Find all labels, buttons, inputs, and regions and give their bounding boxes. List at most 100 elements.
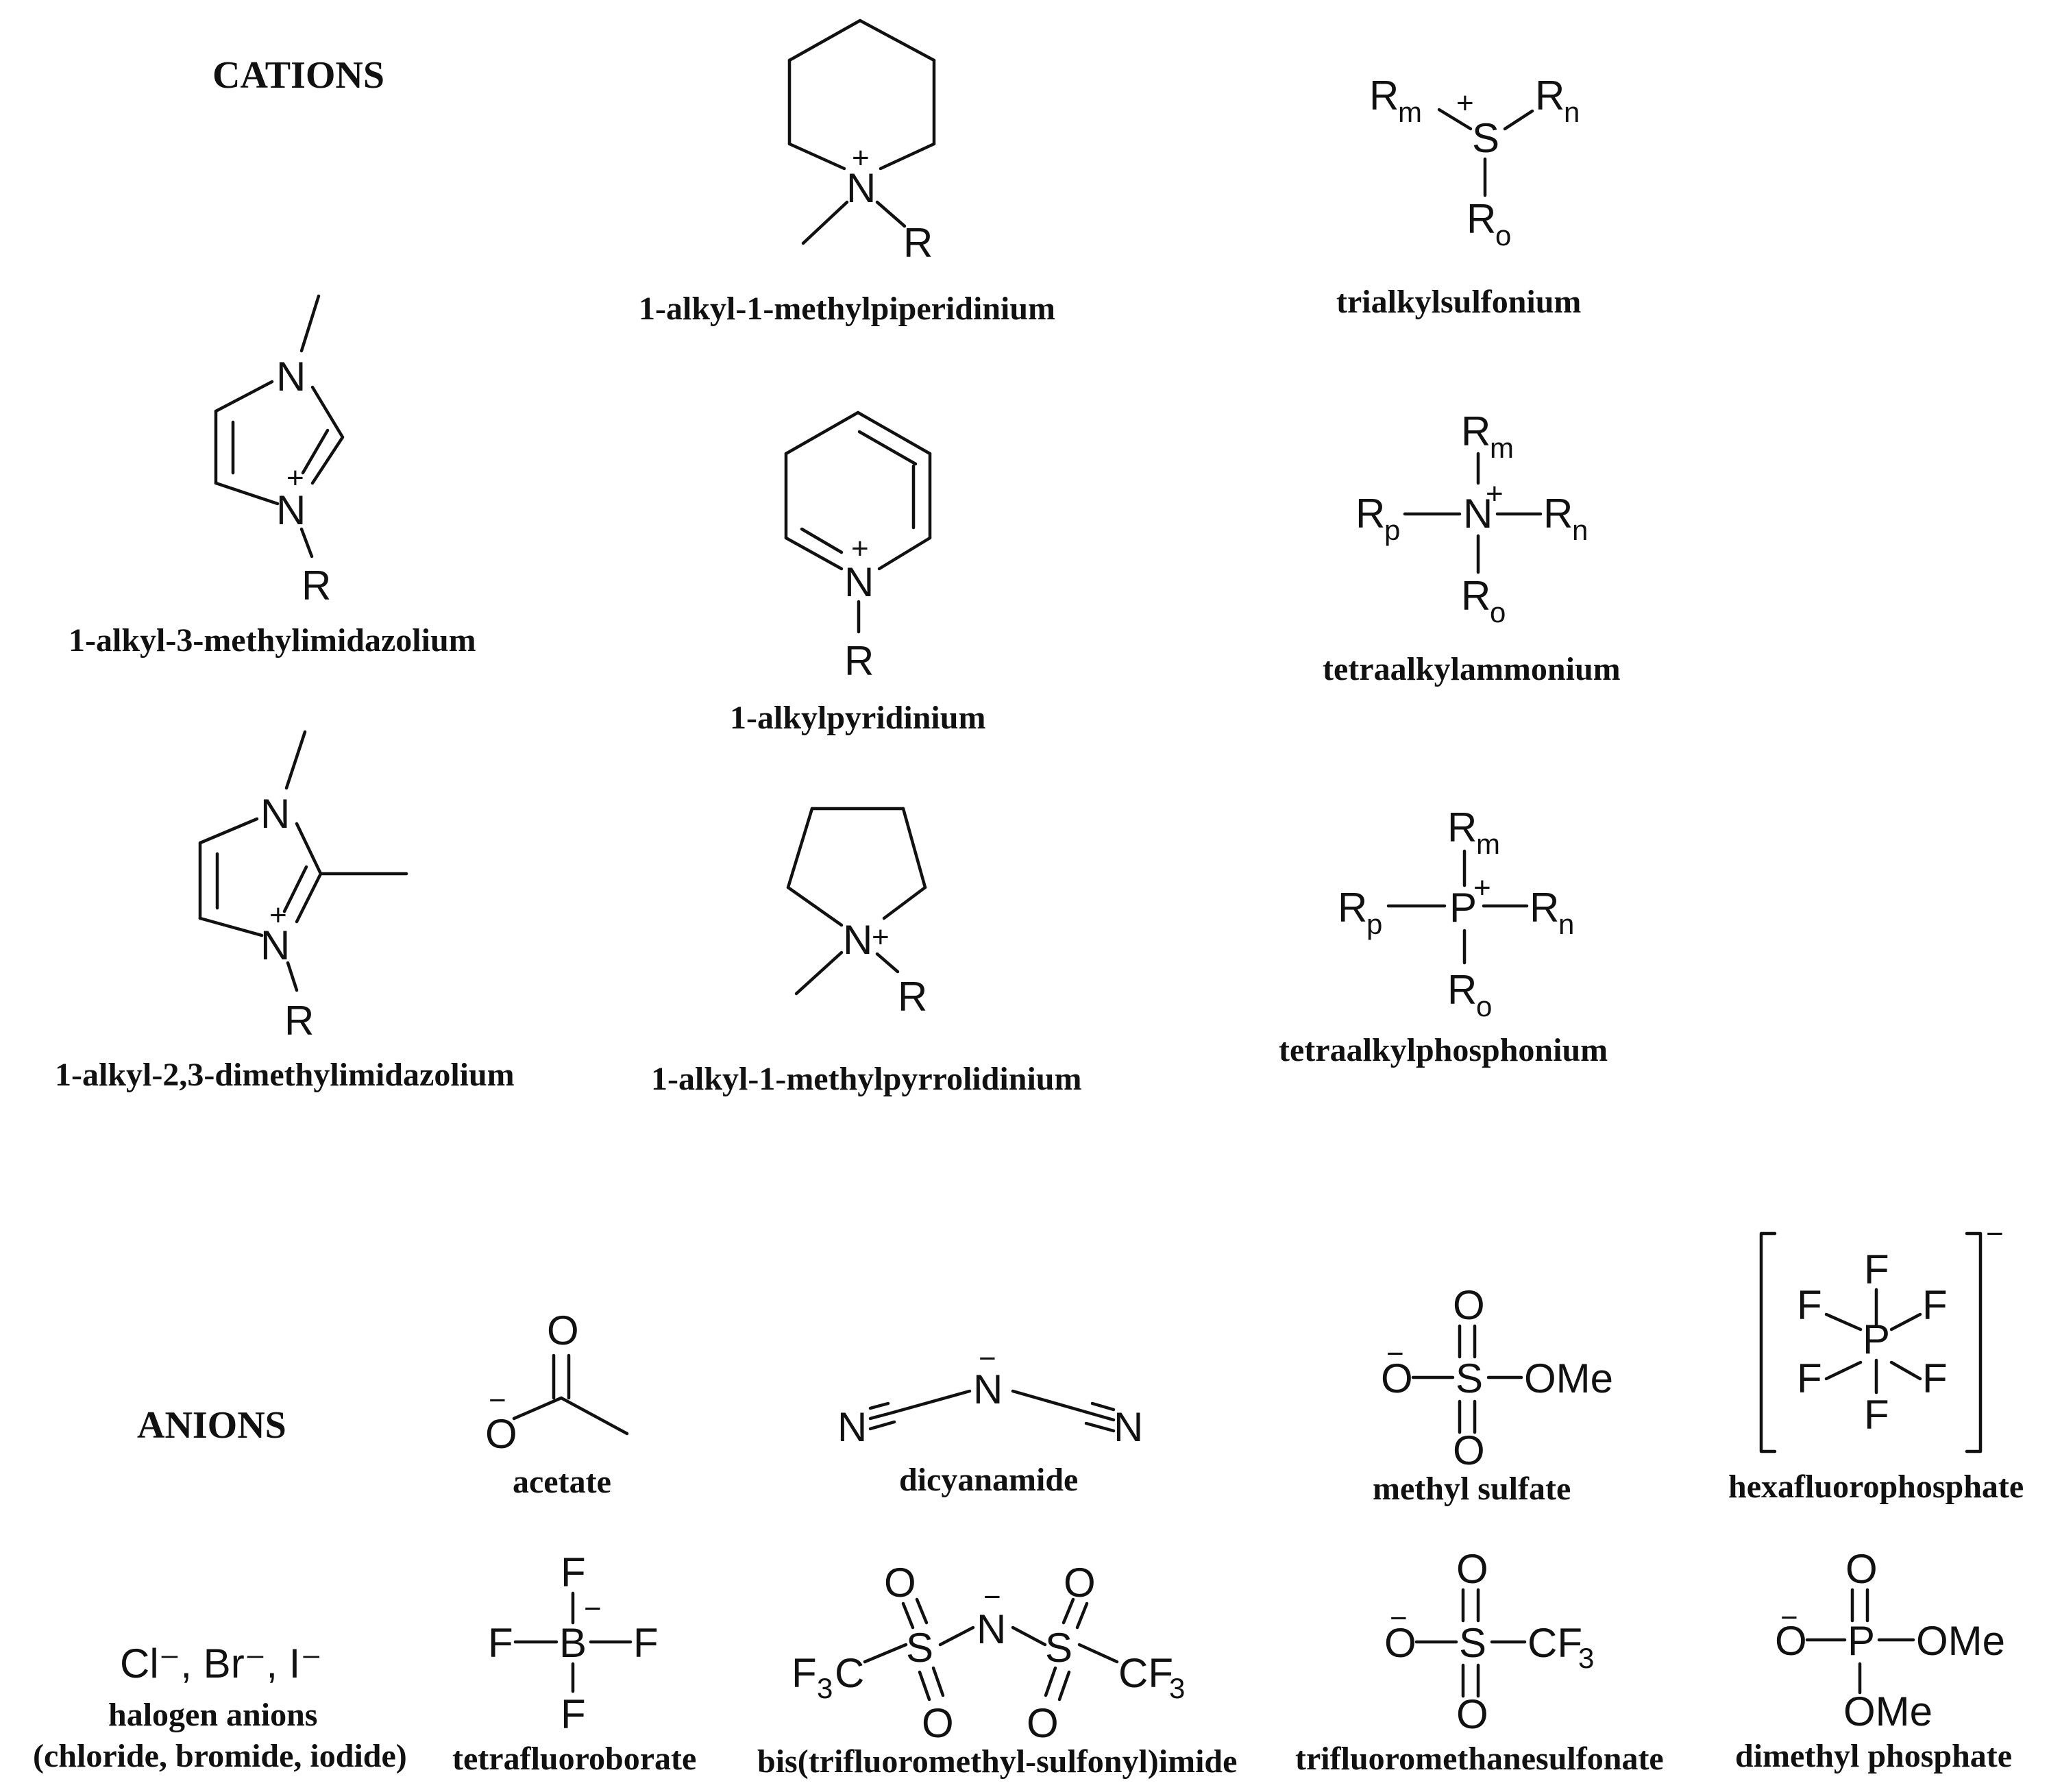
- dmp-p-atom: P: [1848, 1618, 1875, 1664]
- acetate-charge: −: [489, 1384, 506, 1417]
- pyridinium-n-atom: N: [844, 559, 874, 605]
- acetate-o-single: O: [485, 1411, 517, 1457]
- tfsi-s-left: S: [906, 1625, 933, 1671]
- svg-text:n: n: [1564, 96, 1580, 128]
- tfsi-cf3-right: CF: [1118, 1650, 1173, 1696]
- pyridinium-charge: +: [851, 532, 869, 565]
- phosphonium-label: tetraalkylphosphonium: [1279, 1032, 1608, 1068]
- ammonium-rp: R: [1355, 491, 1385, 537]
- dicyanamide-n-right: N: [1114, 1404, 1143, 1450]
- piperidinium-n-atom: N: [846, 165, 876, 211]
- sulfonium-rn: R: [1535, 73, 1565, 119]
- methyl-sulfate-ome: OMe: [1524, 1355, 1613, 1401]
- ammonium-charge: +: [1486, 477, 1504, 511]
- dimethylimidazolium-n3-atom: N: [260, 922, 290, 968]
- pf6-f-upper-left: F: [1797, 1282, 1822, 1328]
- dicyanamide-charge: −: [979, 1342, 996, 1375]
- bf4-f-top: F: [561, 1549, 586, 1595]
- triflate-o-bottom: O: [1456, 1691, 1488, 1737]
- pf6-f-upper-right: F: [1922, 1282, 1948, 1328]
- pf6-f-bottom: F: [1864, 1392, 1889, 1438]
- imidazolium-n3-atom: N: [276, 487, 306, 533]
- pyridinium-label: 1-alkylpyridinium: [730, 700, 985, 736]
- dimethylimidazolium-label: 1-alkyl-2,3-dimethylimidazolium: [55, 1057, 515, 1093]
- ammonium-ro: R: [1461, 573, 1490, 619]
- svg-text:m: m: [1476, 828, 1500, 860]
- pyrrolidinium-n-atom: N: [843, 917, 872, 963]
- piperidinium-r-group: R: [903, 220, 933, 266]
- dmp-ome-bottom: OMe: [1843, 1689, 1933, 1734]
- ammonium-structure: R m + N R p R n R o: [1355, 408, 1588, 628]
- ammonium-n-atom: N: [1463, 491, 1493, 537]
- piperidinium-label: 1-alkyl-1-methylpiperidinium: [639, 291, 1055, 327]
- pyridinium-r-group: R: [844, 638, 874, 684]
- pf6-f-lower-right: F: [1922, 1355, 1948, 1401]
- svg-text:o: o: [1476, 990, 1492, 1022]
- bf4-f-bottom: F: [561, 1691, 586, 1737]
- imidazolium-label: 1-alkyl-3-methylimidazolium: [69, 622, 476, 659]
- acetate-structure: O − O: [485, 1308, 629, 1457]
- svg-text:o: o: [1495, 219, 1511, 251]
- hexafluorophosphate-structure: − F P F F F F F: [1759, 1217, 2004, 1453]
- pf6-f-lower-left: F: [1797, 1355, 1822, 1401]
- dicyanamide-label: dicyanamide: [899, 1462, 1078, 1498]
- halogen-formula: Cl⁻, Br⁻, I⁻: [120, 1641, 322, 1686]
- phosphonium-rm: R: [1447, 805, 1477, 850]
- dimethylimidazolium-structure: N + N R: [198, 730, 408, 1044]
- ammonium-rn: R: [1543, 491, 1573, 537]
- dimethylimidazolium-n1-atom: N: [260, 791, 290, 837]
- imidazolium-n1-atom: N: [276, 354, 306, 400]
- methyl-sulfate-o-minus: O: [1381, 1355, 1413, 1401]
- svg-text:o: o: [1490, 596, 1506, 628]
- tfsi-charge: −: [983, 1580, 1001, 1614]
- imidazolium-structure: N + N R: [214, 294, 345, 609]
- tfsi-n-atom: N: [977, 1606, 1006, 1652]
- dmp-o-minus: O: [1775, 1618, 1807, 1664]
- piperidinium-charge: +: [852, 141, 870, 175]
- svg-text:m: m: [1398, 96, 1422, 128]
- triflate-o-minus: O: [1384, 1620, 1416, 1666]
- methyl-sulfate-structure: O − O S OMe O: [1381, 1282, 1613, 1473]
- sulfonium-rm: R: [1369, 73, 1399, 119]
- dimethyl-phosphate-structure: O − O P OMe OMe: [1775, 1546, 2005, 1734]
- imidazolium-charge: +: [286, 461, 304, 495]
- sulfonium-ro: R: [1467, 196, 1496, 242]
- methyl-sulfate-o-top: O: [1453, 1282, 1485, 1328]
- pyrrolidinium-label: 1-alkyl-1-methylpyrrolidinium: [651, 1061, 1081, 1097]
- tfsi-f3c-left-c: C: [835, 1650, 864, 1696]
- dicyanamide-n-central: N: [973, 1366, 1003, 1412]
- acetate-o-double: O: [547, 1308, 579, 1353]
- triflate-s-atom: S: [1459, 1620, 1486, 1666]
- svg-text:3: 3: [817, 1672, 833, 1704]
- bistriflimide-label: bis(trifluoromethyl-sulfonyl)imide: [757, 1743, 1237, 1780]
- bf4-f-right: F: [633, 1620, 659, 1666]
- tetrafluoroborate-structure: F − F B F F: [488, 1549, 659, 1737]
- tfsi-o-left-bottom: O: [922, 1700, 954, 1746]
- piperidinium-structure: N + R: [787, 19, 936, 266]
- dimethyl-phosphate-charge: −: [1780, 1601, 1798, 1634]
- triflate-cf3: CF: [1527, 1620, 1582, 1666]
- pf6-f-top: F: [1864, 1247, 1889, 1292]
- tfsi-o-right-bottom: O: [1027, 1700, 1059, 1746]
- acetate-label: acetate: [513, 1464, 611, 1500]
- svg-text:p: p: [1366, 908, 1382, 940]
- triflate-o-top: O: [1456, 1546, 1488, 1592]
- tfsi-f3c-left-f: F: [792, 1650, 817, 1696]
- anions-header: ANIONS: [137, 1404, 286, 1447]
- methyl-sulfate-charge: −: [1386, 1337, 1404, 1371]
- hexafluorophosphate-label: hexafluorophosphate: [1728, 1469, 2024, 1505]
- svg-text:n: n: [1572, 514, 1588, 546]
- tfsi-s-right: S: [1045, 1625, 1072, 1671]
- phosphonium-rn: R: [1530, 885, 1559, 931]
- halogen-anions-structure: Cl⁻, Br⁻, I⁻: [120, 1641, 322, 1686]
- tetrafluoroborate-label: tetrafluoroborate: [452, 1741, 696, 1777]
- sulfonium-charge: +: [1456, 86, 1474, 120]
- svg-text:3: 3: [1578, 1642, 1594, 1674]
- svg-text:m: m: [1490, 432, 1514, 464]
- dimethylimidazolium-charge: +: [269, 898, 287, 932]
- svg-text:3: 3: [1169, 1672, 1185, 1704]
- bf4-f-left: F: [488, 1620, 513, 1666]
- dmp-o-top: O: [1845, 1546, 1878, 1592]
- pyrrolidinium-structure: N + R: [786, 807, 927, 1020]
- pyridinium-structure: + N R: [784, 410, 932, 684]
